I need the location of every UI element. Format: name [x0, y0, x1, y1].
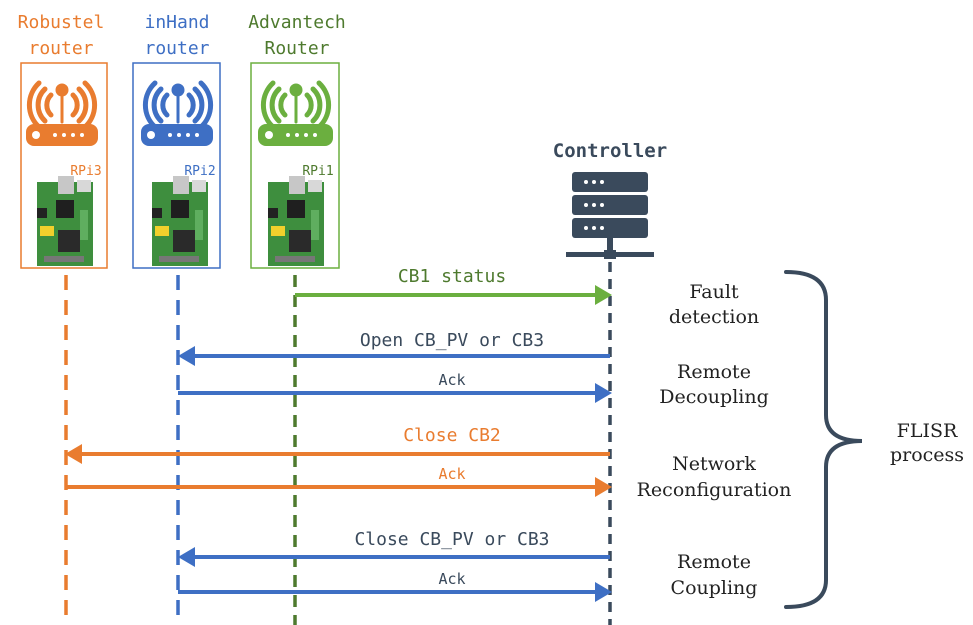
curly-brace: [784, 270, 863, 609]
phase-label-line1: Remote: [677, 551, 751, 573]
process-label-line1: FLISR: [897, 420, 958, 442]
message-arrow: [178, 383, 612, 403]
phase-label-line2: Coupling: [671, 577, 758, 599]
inhand-label-line1: inHand: [144, 12, 209, 33]
server-icon: [566, 172, 654, 259]
wifi-router-icon: [26, 80, 98, 130]
robustel-label-line1: Robustel: [18, 12, 105, 33]
message-label: Open CB_PV or CB3: [360, 330, 544, 351]
robustel-label-line2: router: [28, 38, 93, 59]
robustel-device-box: RPi3: [20, 62, 108, 269]
robustel-pi-label: RPi3: [70, 164, 101, 179]
message-label: CB1 status: [398, 266, 506, 287]
wifi-router-icon: [260, 80, 332, 130]
wifi-router-icon: [142, 80, 214, 130]
advantech-device-box: RPi1: [250, 62, 340, 269]
router-body: [258, 124, 333, 146]
message-arrow: [295, 285, 612, 305]
inhand-device-box: RPi2: [132, 62, 221, 269]
phase-label-line2: detection: [669, 306, 759, 328]
advantech-label-line1: Advantech: [248, 12, 346, 33]
router-body: [26, 124, 98, 146]
message-arrow: [66, 477, 612, 497]
process-label-line2: process: [890, 444, 964, 466]
message-arrow: [178, 547, 610, 567]
phase-label-line1: Fault: [689, 281, 739, 303]
phase-label-line1: Remote: [677, 361, 751, 383]
inhand-label-line2: router: [144, 38, 209, 59]
message-label: Ack: [438, 465, 465, 483]
inhand-pi-label: RPi2: [184, 164, 215, 179]
message-label: Close CB_PV or CB3: [354, 529, 549, 550]
raspberry-pi-board-icon: [268, 176, 324, 266]
message-label: Ack: [438, 371, 465, 389]
raspberry-pi-board-icon: [152, 176, 208, 266]
phase-label-line2: Reconfiguration: [637, 479, 792, 501]
router-body: [141, 124, 213, 146]
raspberry-pi-board-icon: [37, 176, 93, 266]
advantech-pi-label: RPi1: [302, 164, 333, 179]
message-arrow: [178, 582, 612, 602]
message-label: Close CB2: [403, 425, 501, 446]
advantech-label-line2: Router: [264, 38, 329, 59]
message-arrow: [178, 346, 610, 366]
message-arrow: [65, 444, 610, 464]
phase-label-line2: Decoupling: [659, 386, 769, 408]
controller-label: Controller: [553, 140, 667, 162]
message-label: Ack: [438, 570, 465, 588]
phase-label-line1: Network: [672, 453, 756, 475]
